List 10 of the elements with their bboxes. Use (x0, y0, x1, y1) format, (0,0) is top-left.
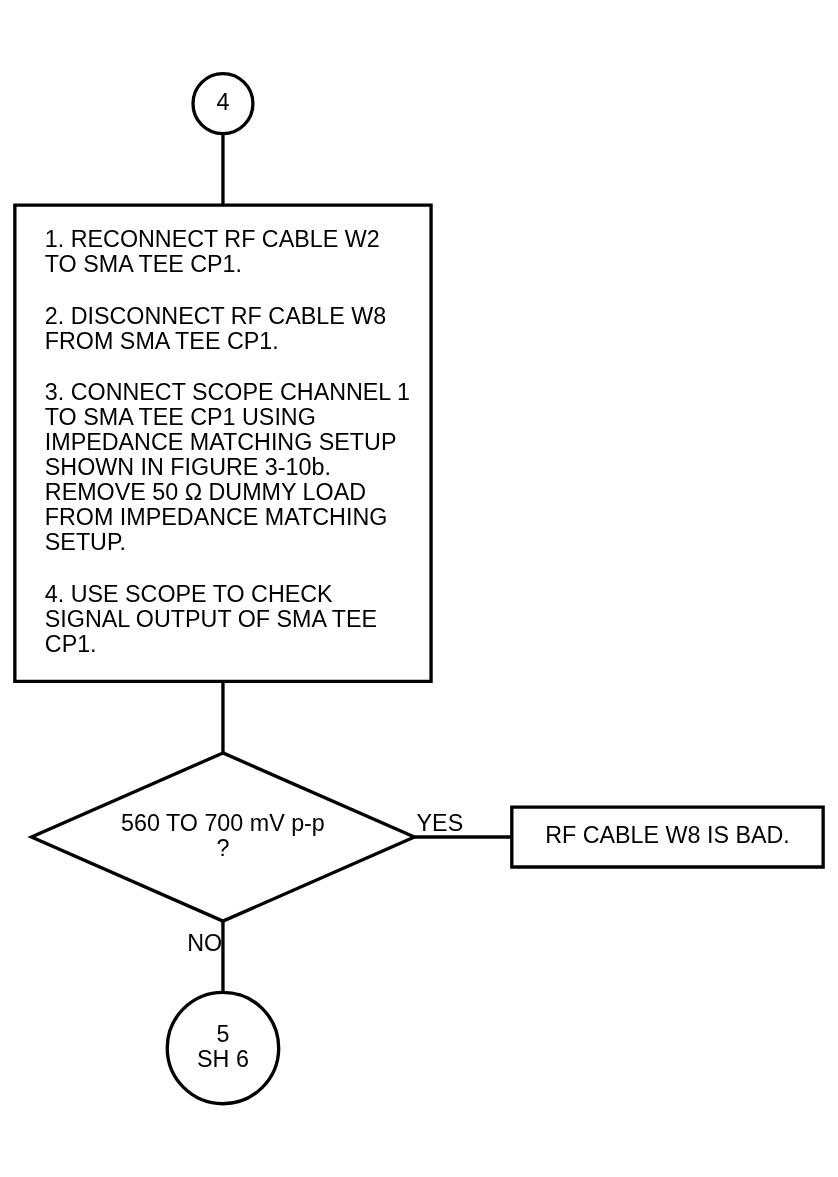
node-circle: 5 SH 6 (165, 990, 281, 1106)
node-circle: 4 (191, 72, 255, 136)
edge-label: NO (187, 930, 223, 957)
connector (221, 133, 225, 205)
edge-label: YES (416, 809, 464, 836)
connector (414, 835, 512, 839)
node-box: RF CABLE W8 IS BAD. (510, 805, 825, 869)
connector (221, 921, 225, 993)
node-box: 1. RECONNECT RF CABLE W2 TO SMA TEE CP1. 2. DISCONNECT RF CABLE W8 FROM SMA TEE CP1. 3. CONNECT SCOPE CHANNEL 1 TO SMA TEE CP1 USING IMPEDANCE MATCHING SETUP SHOWN IN FIGURE 3-10b. REMOVE 50 Ω DUMMY LOAD FROM IMPEDANCE MATCHING SETUP. 4. USE SCOPE TO CHECK SIGNAL OUTPUT OF SMA TEE CP1. (13, 203, 433, 683)
connector (221, 681, 225, 753)
